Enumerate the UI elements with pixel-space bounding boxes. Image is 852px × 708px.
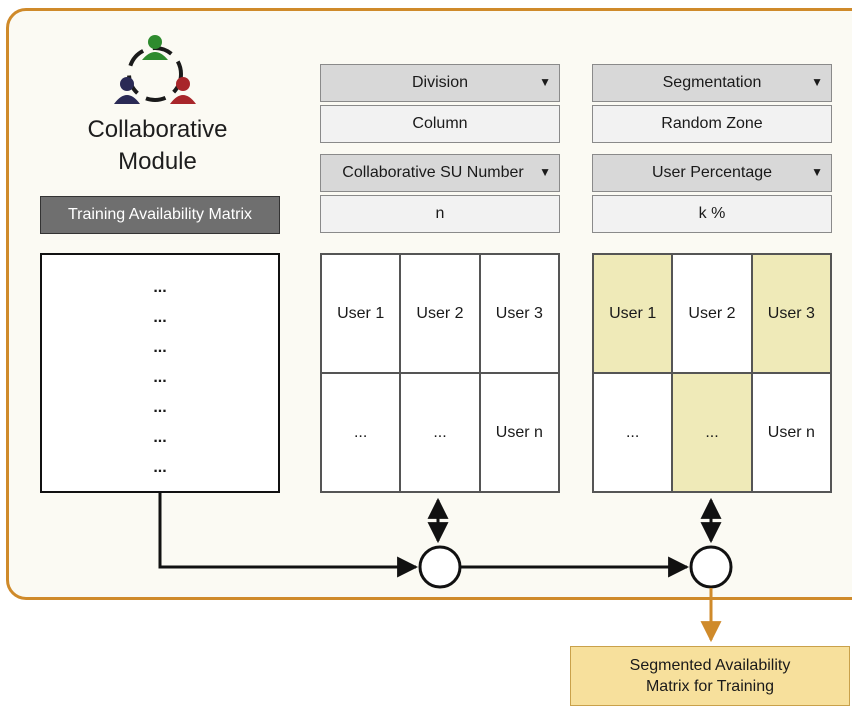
segmentation-label: Segmentation xyxy=(662,74,762,91)
su-number-dropdown[interactable]: Collaborative SU Number ▼ xyxy=(320,154,560,192)
chevron-down-icon: ▼ xyxy=(811,75,823,89)
division-grid: User 1 User 2 User 3 ... ... User n xyxy=(320,253,560,493)
grid-cell: User 1 xyxy=(593,254,673,373)
grid-cell: ... xyxy=(321,373,401,492)
output-line-2: Matrix for Training xyxy=(645,678,775,695)
user-percentage-value: k % xyxy=(592,195,832,233)
module-title: Collaborative Module xyxy=(87,116,228,175)
grid-cell: ... xyxy=(672,373,752,492)
chevron-down-icon: ▼ xyxy=(539,165,551,179)
segmentation-dropdown[interactable]: Segmentation ▼ xyxy=(592,64,832,102)
grid-cell: User 2 xyxy=(672,254,752,373)
grid-cell: ... xyxy=(400,373,480,492)
matrix-row: ... xyxy=(153,339,167,356)
division-node xyxy=(418,545,462,589)
su-number-label: Collaborative SU Number xyxy=(342,164,524,181)
user-percentage-label: User Percentage xyxy=(651,164,773,181)
segmented-grid: User 1 User 2 User 3 ... ... User n xyxy=(592,253,832,493)
grid-cell: User n xyxy=(751,373,831,492)
grid-cell: User 1 xyxy=(321,254,401,373)
division-value: Column xyxy=(320,105,560,143)
matrix-row: ... xyxy=(153,369,167,386)
matrix-to-division-arrow xyxy=(158,493,419,578)
output-line-1: Segmented Availability xyxy=(629,657,791,674)
grid-cell: User 3 xyxy=(751,254,831,373)
training-matrix-label: Training Availability Matrix xyxy=(40,196,280,234)
matrix-row: ... xyxy=(153,429,167,446)
division-dropdown[interactable]: Division ▼ xyxy=(320,64,560,102)
chevron-down-icon: ▼ xyxy=(811,165,823,179)
grid-cell: User n xyxy=(479,373,559,492)
segmentation-value: Random Zone xyxy=(592,105,832,143)
grid-cell: User 3 xyxy=(479,254,559,373)
segmentation-node xyxy=(689,545,733,589)
matrix-row: ... xyxy=(153,309,167,326)
segmented-matrix-output: Segmented Availability Matrix for Traini… xyxy=(570,646,850,706)
matrix-row: ... xyxy=(153,279,167,296)
matrix-row: ... xyxy=(153,399,167,416)
training-availability-matrix: ... ... ... ... ... ... ... xyxy=(40,253,280,493)
chevron-down-icon: ▼ xyxy=(539,75,551,89)
people-circle-icon xyxy=(114,35,196,104)
grid-cell: ... xyxy=(593,373,673,492)
user-percentage-dropdown[interactable]: User Percentage ▼ xyxy=(592,154,832,192)
division-label: Division xyxy=(411,74,468,91)
grid-cell: User 2 xyxy=(400,254,480,373)
su-number-value: n xyxy=(320,195,560,233)
matrix-row: ... xyxy=(153,459,167,476)
